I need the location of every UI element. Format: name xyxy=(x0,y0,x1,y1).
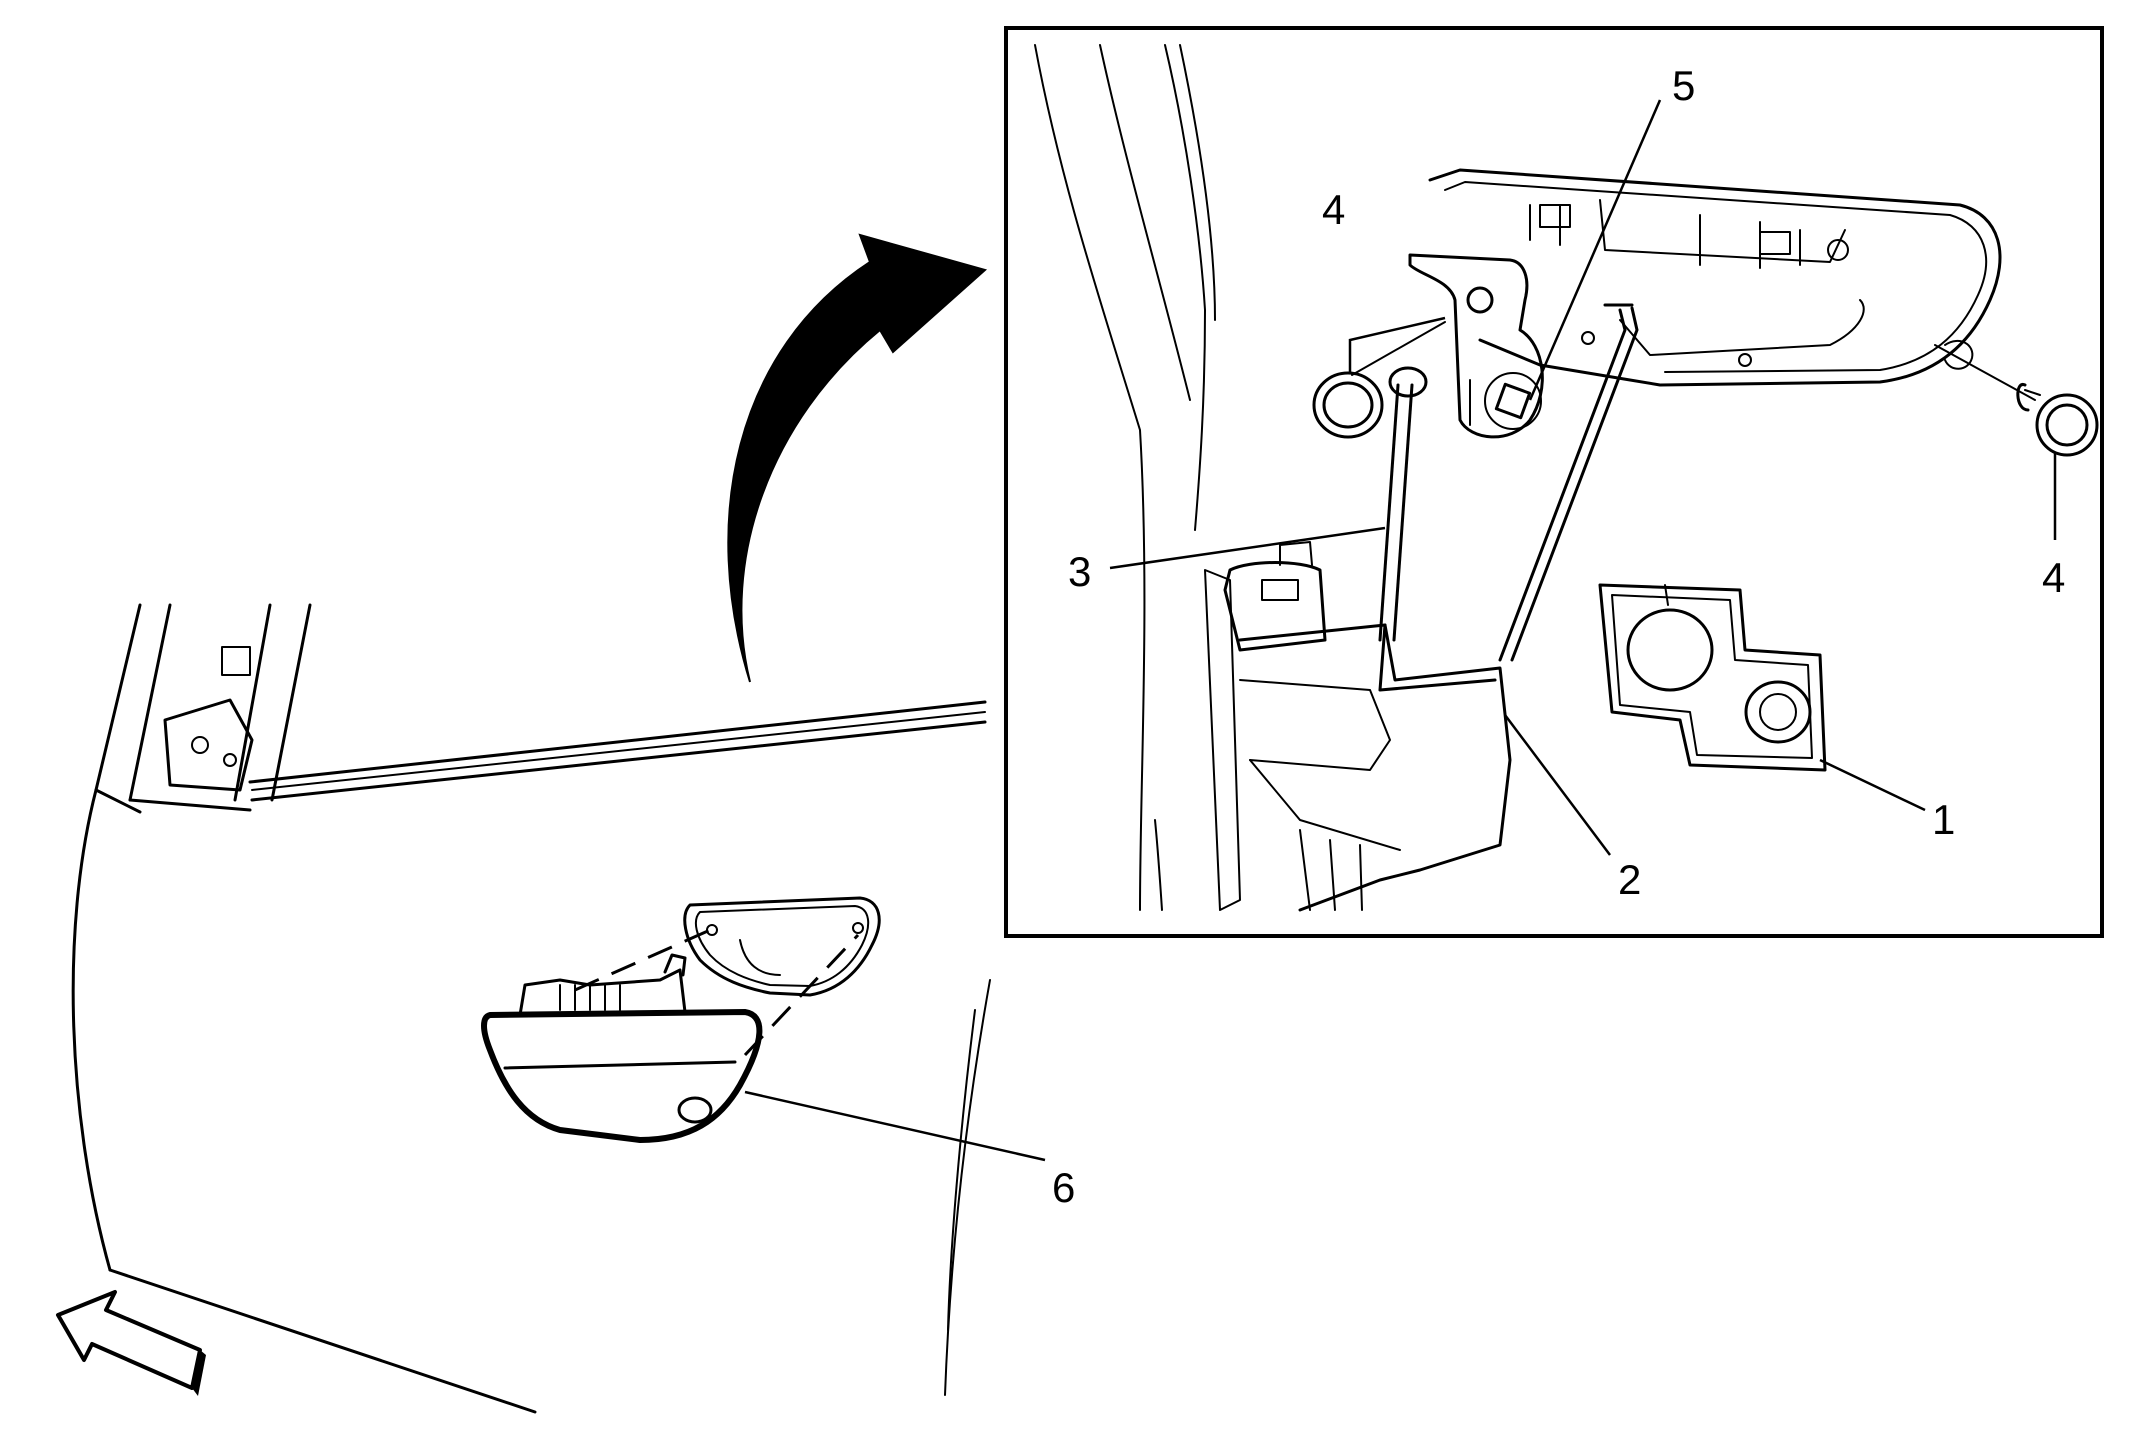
detail-inset-drawing xyxy=(1034,44,2099,912)
callout-3: 3 xyxy=(1068,548,1091,595)
callout-5: 5 xyxy=(1672,62,1695,109)
callout-1: 1 xyxy=(1932,796,1955,843)
door-overview xyxy=(71,603,1046,1414)
door-handle xyxy=(481,953,763,1143)
detail-inset-frame xyxy=(1004,26,2104,938)
lock-rods xyxy=(1378,303,1639,662)
lock-cover xyxy=(1598,583,1827,772)
handle-bezel xyxy=(683,896,881,997)
callout-4-right: 4 xyxy=(2042,554,2065,601)
view-direction-arrow-icon xyxy=(56,1290,206,1396)
callout-6: 6 xyxy=(1052,1164,1075,1211)
curved-zoom-arrow-icon xyxy=(727,233,988,683)
bolt-right xyxy=(1934,344,2099,457)
latch-assembly xyxy=(1204,541,1512,912)
callout-4-left: 4 xyxy=(1322,186,1345,233)
bolt-left xyxy=(1312,321,1446,439)
lock-lever xyxy=(1408,253,1544,439)
callout-2: 2 xyxy=(1618,856,1641,903)
